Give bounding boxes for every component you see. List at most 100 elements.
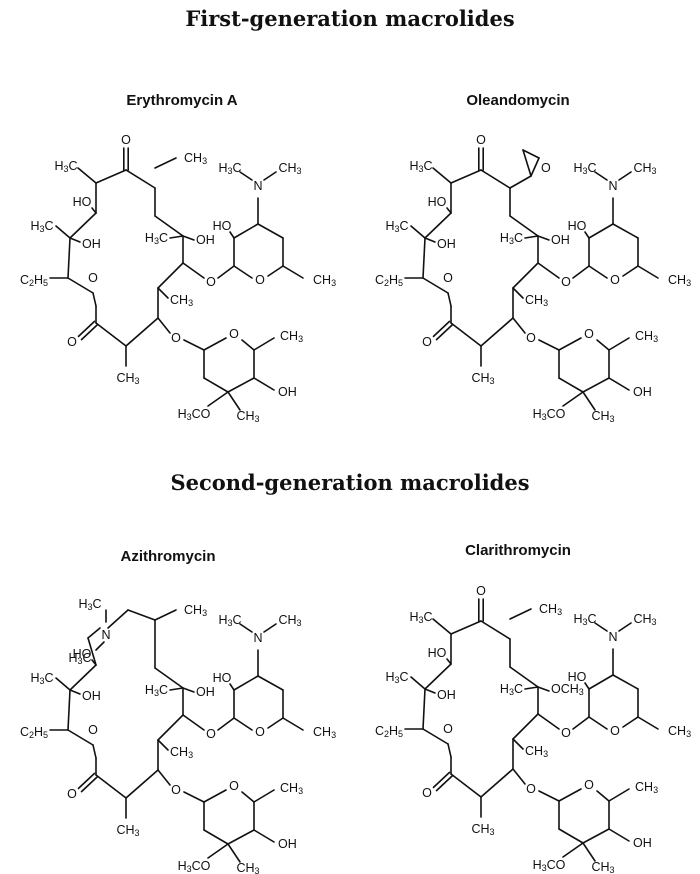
bond xyxy=(480,768,514,798)
cladinose-link-oxygen-label: O xyxy=(171,783,181,797)
bond xyxy=(530,157,540,177)
dimethylamino-nitrogen-label: N xyxy=(608,630,617,644)
methyl-label-c6: H3C xyxy=(145,683,168,698)
bond xyxy=(154,215,184,237)
lactone-oxygen-label: O xyxy=(443,722,453,736)
bond xyxy=(154,609,177,621)
bond xyxy=(432,771,451,789)
bond xyxy=(55,677,71,691)
bond xyxy=(80,775,99,793)
ketone-oxygen-label: O xyxy=(476,133,486,147)
bond xyxy=(450,773,482,798)
bond xyxy=(257,675,284,691)
methyl-label-c4: CH3 xyxy=(525,744,548,759)
hydroxyl-label-cladinose: OH xyxy=(278,385,297,399)
bond xyxy=(447,292,452,307)
methyl-label-desosamine: CH3 xyxy=(668,273,691,288)
carbonyl-oxygen-label: O xyxy=(422,335,432,349)
bond xyxy=(282,265,304,279)
bond xyxy=(253,377,275,391)
n-methyl-label-a: H3C xyxy=(218,613,241,628)
bond xyxy=(183,339,205,351)
bond xyxy=(55,225,71,239)
dimethylamino-nitrogen-label: N xyxy=(253,179,262,193)
hydroxyl-label-cladinose: OH xyxy=(633,385,652,399)
bond xyxy=(233,223,259,239)
bond xyxy=(203,377,229,393)
bond xyxy=(267,265,284,277)
methyl-label-cladinose-c5: CH3 xyxy=(280,781,303,796)
bond xyxy=(435,774,454,792)
bond xyxy=(450,169,482,184)
n-methyl-label-a: H3C xyxy=(218,161,241,176)
bond xyxy=(538,339,560,351)
epoxide-oxygen-label: O xyxy=(541,161,551,175)
methyl-label-c6: H3C xyxy=(500,682,523,697)
desosamine-ring-oxygen-label: O xyxy=(255,725,265,739)
methyl-label-c2: CH3 xyxy=(471,371,494,386)
bond xyxy=(67,277,94,294)
bond xyxy=(594,622,608,632)
bond xyxy=(87,637,97,666)
bond xyxy=(227,377,255,393)
bond xyxy=(263,171,277,181)
bond xyxy=(239,171,253,181)
hydroxyl-label-c6: OH xyxy=(196,233,215,247)
bond xyxy=(69,664,97,691)
bond xyxy=(424,237,436,243)
bond xyxy=(537,235,550,241)
bond xyxy=(182,687,195,693)
cladinose-link-oxygen-label: O xyxy=(526,331,536,345)
bond xyxy=(67,689,71,731)
bond xyxy=(217,717,235,731)
desosamine-ring-oxygen-label: O xyxy=(610,724,620,738)
bond xyxy=(95,322,127,347)
bond xyxy=(241,791,255,803)
hydroxyl-label-desosamine: HO xyxy=(213,219,232,233)
bond xyxy=(522,149,540,159)
bond xyxy=(233,265,253,279)
bond xyxy=(229,231,235,239)
n-methyl-label-a: H3C xyxy=(573,612,596,627)
methyl-label-cladinose-c3: CH3 xyxy=(591,409,614,424)
methyl-label-c12: H3C xyxy=(30,219,53,234)
cladinose-ring-oxygen-label: O xyxy=(229,327,239,341)
bond xyxy=(77,320,96,338)
bond xyxy=(410,225,426,239)
methyl-label-r14: H3C xyxy=(409,610,432,625)
bond xyxy=(524,686,539,690)
bond xyxy=(512,713,539,740)
bond xyxy=(422,277,449,294)
bond xyxy=(512,262,539,289)
bond xyxy=(241,339,255,351)
bond xyxy=(69,212,97,239)
bond xyxy=(608,337,630,351)
molecule-name-azithromycin: Azithromycin xyxy=(120,548,216,565)
methoxy-label-c6: OCH3 xyxy=(551,682,584,697)
methyl-label-cladinose-c5: CH3 xyxy=(635,329,658,344)
hydroxyl-label-c6: OH xyxy=(196,685,215,699)
hydroxyl-label-c11: HO xyxy=(73,647,92,661)
bond xyxy=(95,774,127,799)
methyl-label-c4: CH3 xyxy=(525,293,548,308)
bond xyxy=(227,391,241,411)
hydroxyl-label-desosamine: HO xyxy=(568,670,587,684)
hydroxyl-label-c6: OH xyxy=(551,233,570,247)
bond xyxy=(253,789,275,803)
hydroxyl-label-c12: OH xyxy=(437,237,456,251)
bond xyxy=(512,287,524,299)
bond xyxy=(480,620,511,640)
cladinose-ring-oxygen-label: O xyxy=(584,327,594,341)
bond xyxy=(77,772,96,790)
molecule-name-clarithromycin: Clarithromycin xyxy=(465,542,571,559)
bond xyxy=(618,171,632,181)
cladinose-ring-oxygen-label: O xyxy=(229,779,239,793)
methoxy-label-cladinose: H3CO xyxy=(533,858,566,873)
bond xyxy=(107,609,129,629)
methyl-label-cladinose-c3: CH3 xyxy=(236,861,259,874)
carbonyl-oxygen-label: O xyxy=(67,335,77,349)
bond xyxy=(446,658,452,665)
bond xyxy=(582,842,596,862)
